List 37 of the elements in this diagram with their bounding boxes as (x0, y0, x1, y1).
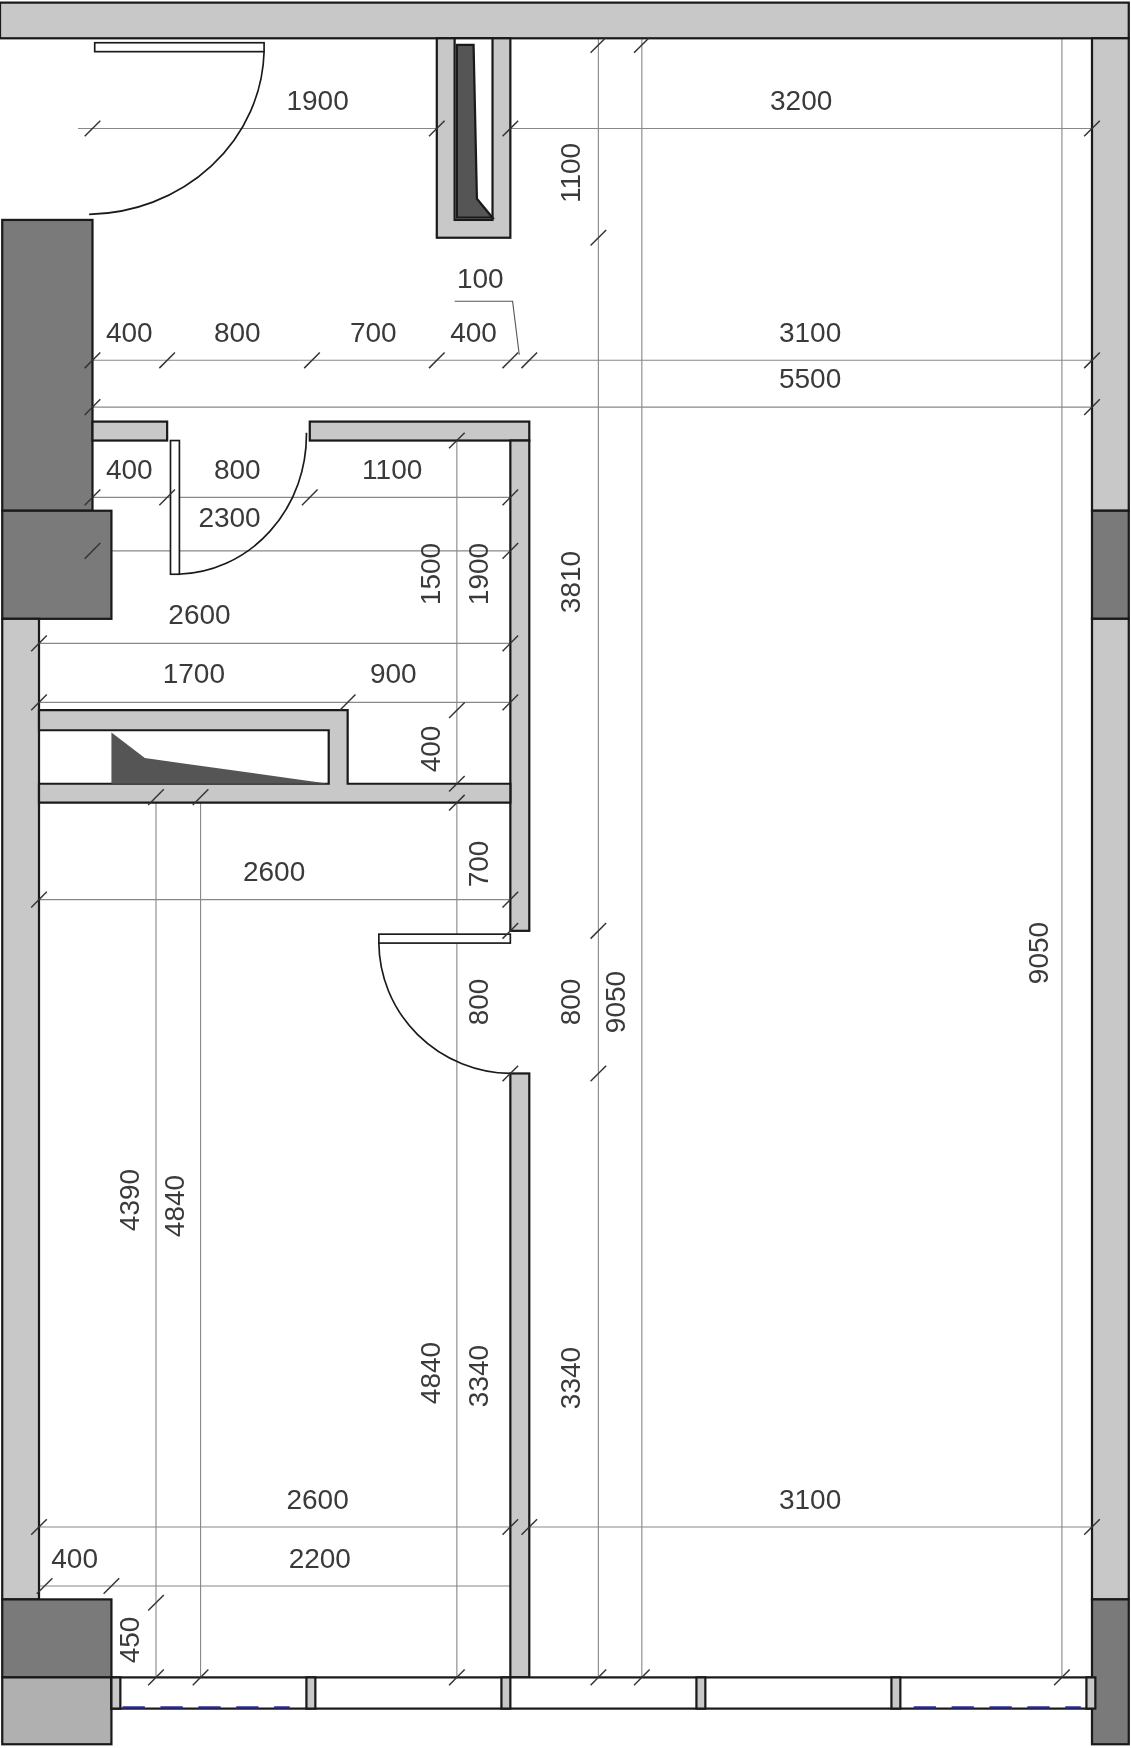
dimension-label: 1900 (286, 87, 349, 116)
dimension-label: 400 (450, 319, 497, 348)
dimension-label: 1100 (556, 142, 585, 203)
dimension-label: 2300 (198, 504, 261, 533)
dimension-label: 2600 (286, 1485, 349, 1514)
dimension-label: 3100 (778, 1485, 842, 1514)
dimension-label: 9050 (1024, 921, 1053, 984)
dimension-label: 3340 (556, 1347, 585, 1410)
dimension-label: 400 (105, 456, 153, 485)
dimension-label: 700 (349, 319, 397, 348)
dimension-label: 3340 (465, 1345, 494, 1408)
dimension-label: 1700 (162, 660, 225, 689)
dimension-label: 3100 (778, 319, 842, 348)
dimension-label: 2600 (168, 601, 231, 630)
dimension-label: 9050 (602, 970, 631, 1033)
dimension-label: 3200 (770, 87, 833, 116)
dimension-label: 1100 (362, 456, 423, 485)
dimension-label: 800 (213, 319, 261, 348)
dimension-label: 4840 (417, 1341, 446, 1404)
dimension-label: 450 (116, 1616, 145, 1664)
dimension-label: 5500 (778, 364, 842, 393)
dimension-label: 900 (369, 660, 417, 689)
dimension-label: 2200 (288, 1544, 351, 1573)
dimension-label: 800 (556, 978, 585, 1026)
dimension-label: 700 (465, 840, 494, 887)
dimension-label: 2600 (242, 858, 306, 887)
dimension-label: 1900 (465, 542, 494, 605)
dimension-label: 400 (51, 1544, 98, 1573)
dimension-label: 1500 (417, 542, 446, 605)
dimension-label: 800 (213, 456, 261, 485)
dimension-label: 4840 (160, 1174, 189, 1237)
dimension-label: 4390 (116, 1168, 145, 1232)
dimension-label: 400 (417, 725, 446, 773)
dimension-label: 800 (465, 978, 494, 1026)
dimension-label: 100 (456, 264, 504, 293)
dimension-label: 3810 (556, 550, 585, 613)
dimension-label: 400 (105, 319, 153, 348)
